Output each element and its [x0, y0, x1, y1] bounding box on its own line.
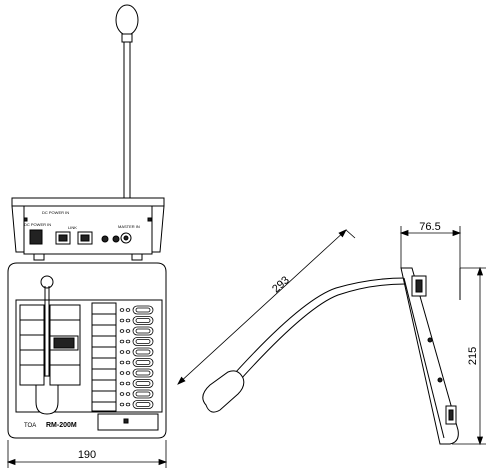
- station-key-inner: [135, 402, 151, 407]
- screw-left: [23, 217, 28, 222]
- indicator-led: [125, 392, 131, 396]
- key-row: [119, 347, 154, 357]
- foot-right-rear: [131, 253, 143, 261]
- indicator-led: [125, 308, 131, 312]
- station-key-inner: [135, 370, 151, 376]
- station-key-inner: [135, 328, 151, 334]
- side-view: [202, 267, 461, 445]
- indicator-led: [125, 381, 131, 386]
- side-body: [400, 267, 459, 445]
- station-key-inner: [135, 381, 151, 386]
- height-dimension: [452, 266, 486, 446]
- rear-right-label: MASTER IN: [118, 224, 140, 229]
- key-row: [119, 305, 154, 315]
- gooseneck-value: 293: [270, 274, 292, 295]
- base-top-rear: [11, 197, 165, 207]
- terminal-1: [101, 235, 109, 243]
- indicator-led: [119, 318, 125, 323]
- indicator-led: [125, 402, 131, 407]
- dc-power-jack: [29, 229, 43, 245]
- key-row: [119, 316, 154, 325]
- key-row: [119, 337, 154, 346]
- indicator-led: [119, 360, 125, 365]
- key-strip: [91, 302, 117, 412]
- indicator-led: [119, 308, 125, 312]
- rear-left-label: DC POWER IN: [24, 222, 51, 227]
- mic-base-top: [40, 275, 54, 289]
- indicator-led: [125, 318, 131, 323]
- terminal-2: [112, 235, 120, 243]
- station-key-inner: [135, 307, 151, 313]
- key-row: [119, 379, 154, 388]
- indicator-led: [119, 381, 125, 386]
- gooseneck-side: [225, 277, 406, 384]
- indicator-led: [119, 392, 125, 396]
- key-row: [119, 368, 154, 378]
- screw-right: [147, 217, 152, 222]
- station-key-inner: [135, 318, 151, 323]
- indicator-led: [119, 402, 125, 407]
- height-value: 215: [467, 347, 479, 365]
- rear-view: [11, 4, 165, 261]
- indicator-key-rows: [119, 305, 154, 409]
- indicator-led: [125, 329, 131, 333]
- mic-collar-rear: [121, 33, 133, 43]
- depth-value: 76.5: [419, 221, 440, 233]
- indicator-led: [125, 339, 131, 344]
- key-row: [119, 389, 154, 399]
- model-label: RM-200M: [46, 422, 77, 429]
- indicator-led: [119, 329, 125, 333]
- indicator-led: [125, 371, 131, 375]
- station-key-inner: [135, 360, 151, 365]
- indicator-led: [119, 350, 125, 354]
- rear-top-label: DC POWER IN: [42, 210, 69, 215]
- foot-left-rear: [33, 253, 45, 261]
- width-dimension: [6, 440, 168, 468]
- indicator-led: [119, 339, 125, 344]
- rear-panel: [23, 205, 153, 255]
- mic-head-side: [202, 370, 245, 413]
- station-key-inner: [135, 391, 151, 397]
- depth-dimension: [399, 226, 462, 268]
- station-key-inner: [135, 339, 151, 344]
- key-row: [119, 326, 154, 336]
- key-row: [119, 358, 154, 367]
- width-value: 190: [78, 449, 96, 461]
- indicator-led: [125, 360, 131, 365]
- indicator-led: [119, 371, 125, 375]
- gooseneck-dimension: [177, 229, 356, 385]
- rear-link-label: LINK: [68, 225, 77, 230]
- key-row: [119, 400, 154, 409]
- indicator-led: [125, 350, 131, 354]
- mic-head-rear: [115, 4, 139, 36]
- station-key-inner: [135, 349, 151, 355]
- brand-label: TOA: [24, 423, 36, 429]
